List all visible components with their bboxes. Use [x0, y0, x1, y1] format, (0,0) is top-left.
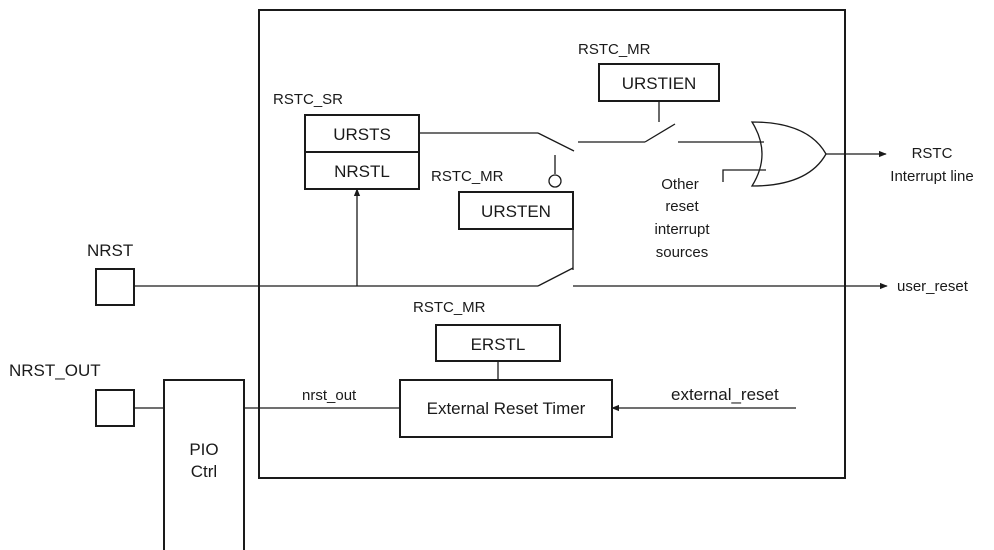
other-sources-label-line4: sources [656, 244, 709, 261]
rstc-interrupt-label-line2: Interrupt line [890, 168, 973, 185]
ursts-enable-switch [537, 132, 575, 152]
user-reset-switch [537, 267, 574, 287]
urstien-box [598, 63, 720, 102]
ursten-box [458, 191, 574, 230]
rstc-mr-bottom-label: RSTC_MR [413, 299, 486, 316]
rstc-sr-label: RSTC_SR [273, 91, 343, 108]
nrst-pin [95, 268, 135, 306]
nrstl-box [304, 151, 420, 190]
urstien-enable-switch [644, 123, 676, 143]
external-reset-timer-label: External Reset Timer [427, 399, 586, 418]
reset-controller-frame [258, 9, 846, 479]
rstc-mr-mid-label: RSTC_MR [431, 168, 504, 185]
other-sources-label-line3: interrupt [654, 221, 710, 238]
or-gate [750, 121, 827, 187]
external-reset-label: external_reset [671, 385, 779, 404]
urstien-label: URSTIEN [622, 74, 697, 93]
nrst-label: NRST [87, 241, 133, 260]
rstc-interrupt-label-line1: RSTC [912, 145, 953, 162]
other-sources-label-line2: reset [665, 198, 699, 215]
nrst-out-signal-label: nrst_out [302, 387, 357, 404]
pio-ctrl-label-line2: Ctrl [191, 462, 217, 481]
nrst-out-pin [95, 389, 135, 427]
ursten-label: URSTEN [481, 202, 551, 221]
pio-ctrl-label-line1: PIO [189, 440, 218, 459]
erstl-label: ERSTL [471, 335, 526, 354]
nrst-out-pin-label: NRST_OUT [9, 361, 101, 380]
ursts-label: URSTS [333, 125, 391, 144]
other-sources-input-line [722, 169, 766, 182]
user-reset-label: user_reset [897, 278, 969, 295]
pio-ctrl-box [163, 379, 245, 550]
rstc-mr-top-label: RSTC_MR [578, 41, 651, 58]
nrstl-label: NRSTL [334, 162, 390, 181]
other-sources-label-line1: Other [661, 176, 699, 193]
ursts-switch-inverter-bubble [548, 174, 562, 188]
